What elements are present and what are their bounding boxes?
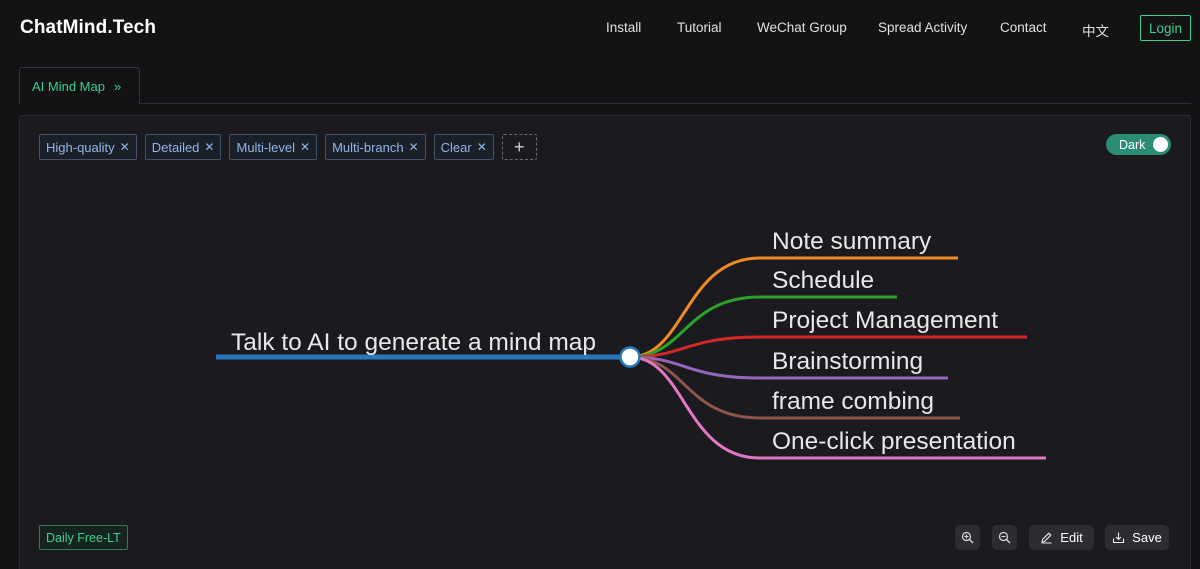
brand-logo[interactable]: ChatMind.Tech — [20, 17, 157, 38]
close-icon[interactable]: ✕ — [476, 140, 487, 154]
nav-language[interactable]: 中文 — [1082, 24, 1109, 39]
tag-clear: Clear ✕ — [433, 134, 494, 160]
pencil-icon — [1041, 532, 1052, 544]
dark-mode-toggle[interactable]: Dark — [1106, 134, 1171, 155]
tag-multi-branch: Multi-branch ✕ — [325, 134, 426, 160]
login-button[interactable]: Login — [1140, 15, 1191, 41]
download-icon — [1113, 532, 1125, 544]
branch-node-text[interactable]: Brainstorming — [772, 348, 923, 375]
zoom-in-icon — [961, 531, 974, 544]
nav-spread-activity[interactable]: Spread Activity — [878, 20, 968, 35]
nav-tutorial[interactable]: Tutorial — [677, 20, 722, 35]
root-node-text[interactable]: Talk to AI to generate a mind map — [231, 329, 596, 356]
branch-connector — [629, 355, 960, 420]
zoom-out-icon — [998, 531, 1011, 544]
close-icon[interactable]: ✕ — [300, 140, 311, 154]
add-tag-button[interactable]: + — [501, 134, 537, 160]
daily-free-badge: Daily Free-LT — [39, 525, 128, 550]
nav-install[interactable]: Install — [606, 20, 642, 35]
close-icon[interactable]: ✕ — [204, 140, 215, 154]
nav-wechat-group[interactable]: WeChat Group — [757, 20, 847, 35]
zoom-in-button[interactable] — [955, 525, 980, 550]
edit-button[interactable]: Edit — [1029, 525, 1094, 550]
tag-label: Clear — [440, 139, 472, 155]
branch-connector — [629, 355, 1046, 460]
branch-node-text[interactable]: Schedule — [772, 267, 874, 294]
root-node-circle[interactable] — [619, 346, 641, 368]
branch-node-text[interactable]: Note summary — [772, 228, 932, 255]
tag-detailed: Detailed ✕ — [144, 134, 222, 160]
tab-divider — [19, 103, 1191, 104]
tag-list: High-quality ✕ Detailed ✕ Multi-level ✕ … — [39, 134, 537, 160]
tag-multi-level: Multi-level ✕ — [229, 134, 318, 160]
tag-label: Multi-level — [236, 139, 295, 155]
mind-map-panel — [19, 115, 1191, 569]
branch-node-text[interactable]: One-click presentation — [772, 428, 1016, 455]
save-button[interactable]: Save — [1105, 525, 1169, 550]
toggle-label: Dark — [1119, 137, 1146, 152]
toggle-knob — [1153, 137, 1168, 152]
branch-connector — [629, 256, 958, 359]
branch-connector — [629, 335, 1027, 359]
close-icon[interactable]: ✕ — [119, 140, 130, 154]
tag-high-quality: High-quality ✕ — [39, 134, 137, 160]
tag-label: High-quality — [46, 139, 115, 155]
tab-ai-mind-map[interactable]: AI Mind Map » — [19, 67, 140, 104]
branch-node-text[interactable]: frame combing — [772, 388, 934, 415]
branch-connector — [629, 355, 948, 380]
tag-label: Multi-branch — [332, 139, 404, 155]
branch-connector — [629, 295, 897, 359]
tag-label: Detailed — [151, 139, 200, 155]
edit-label: Edit — [1060, 530, 1083, 545]
close-icon[interactable]: ✕ — [408, 140, 419, 154]
tab-label: AI Mind Map — [32, 78, 105, 94]
branch-node-text[interactable]: Project Management — [772, 307, 998, 334]
save-label: Save — [1132, 530, 1162, 545]
double-chevron-right-icon: » — [113, 78, 122, 94]
top-bar: ChatMind.Tech Install Tutorial WeChat Gr… — [0, 0, 1200, 56]
nav-contact[interactable]: Contact — [1000, 20, 1047, 35]
zoom-out-button[interactable] — [992, 525, 1017, 550]
